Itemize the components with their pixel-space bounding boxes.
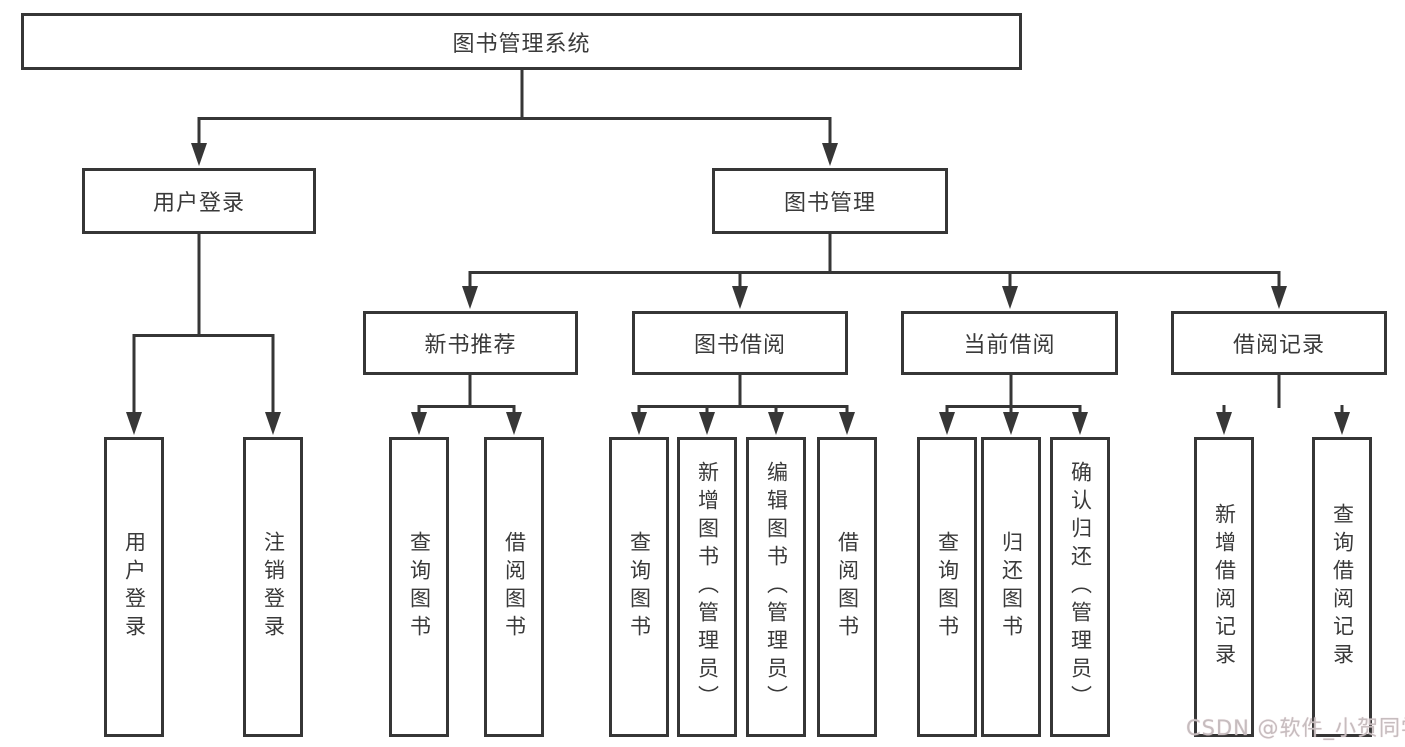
node-label: 新增图书（管理员） <box>695 461 720 713</box>
node-label: 借阅记录 <box>1232 333 1325 358</box>
arrow-down-icon <box>1003 412 1019 435</box>
arrow-down-icon <box>1271 286 1287 309</box>
node-new-book-recommend: 新书推荐 <box>363 311 578 375</box>
node-label: 借阅图书 <box>835 531 860 643</box>
node-book-borrow: 图书借阅 <box>632 311 848 375</box>
node-label: 用户登录 <box>122 531 147 643</box>
arrow-down-icon <box>768 412 784 435</box>
arrow-down-icon <box>631 412 647 435</box>
node-add-book-admin: 新增图书（管理员） <box>677 437 737 737</box>
arrow-down-icon <box>1072 412 1088 435</box>
node-label: 借阅图书 <box>502 531 527 643</box>
node-borrow-records: 借阅记录 <box>1171 311 1387 375</box>
node-edit-book-admin: 编辑图书（管理员） <box>746 437 806 737</box>
arrow-down-icon <box>732 286 748 309</box>
node-label: 归还图书 <box>999 531 1024 643</box>
node-query-books-current: 查询图书 <box>917 437 977 737</box>
node-user-login: 用户登录 <box>104 437 164 737</box>
arrow-down-icon <box>462 286 478 309</box>
node-label: 查询图书 <box>407 531 432 643</box>
arrow-down-icon <box>1002 286 1018 309</box>
arrow-down-icon <box>822 143 838 166</box>
arrow-down-icon <box>939 412 955 435</box>
arrow-down-icon <box>126 412 142 435</box>
node-label: 用户登录 <box>152 191 245 216</box>
arrow-down-icon <box>506 412 522 435</box>
node-query-books-recommend: 查询图书 <box>389 437 449 737</box>
node-return-book: 归还图书 <box>981 437 1041 737</box>
node-label: 查询借阅记录 <box>1330 503 1355 671</box>
node-label: 查询图书 <box>935 531 960 643</box>
node-label: 编辑图书（管理员） <box>764 461 789 713</box>
node-user-login-group: 用户登录 <box>82 168 316 234</box>
node-book-management: 图书管理 <box>712 168 948 234</box>
arrow-down-icon <box>191 143 207 166</box>
arrow-down-icon <box>839 412 855 435</box>
node-label: 图书借阅 <box>693 333 786 358</box>
node-query-books-borrow: 查询图书 <box>609 437 669 737</box>
arrow-down-icon <box>699 412 715 435</box>
node-label: 当前借阅 <box>963 333 1056 358</box>
arrow-down-icon <box>1216 412 1232 435</box>
node-library-management-system: 图书管理系统 <box>21 13 1022 70</box>
node-borrow-books-recommend: 借阅图书 <box>484 437 544 737</box>
node-query-borrow-record: 查询借阅记录 <box>1312 437 1372 737</box>
node-logout: 注销登录 <box>243 437 303 737</box>
node-label: 新书推荐 <box>424 333 517 358</box>
node-add-borrow-record: 新增借阅记录 <box>1194 437 1254 737</box>
node-current-borrow: 当前借阅 <box>901 311 1118 375</box>
node-label: 查询图书 <box>627 531 652 643</box>
arrow-down-icon <box>1334 412 1350 435</box>
node-label: 图书管理系统 <box>452 31 591 57</box>
node-label: 新增借阅记录 <box>1212 503 1237 671</box>
node-label: 确认归还（管理员） <box>1068 461 1093 713</box>
connector-lines <box>132 68 1344 416</box>
node-label: 注销登录 <box>261 531 286 643</box>
arrow-down-icon <box>265 412 281 435</box>
node-confirm-return-admin: 确认归还（管理员） <box>1050 437 1110 737</box>
csdn-watermark: CSDN @软件_小贺同学 <box>1186 716 1405 740</box>
arrowheads-group <box>126 143 1350 435</box>
node-label: 图书管理 <box>783 191 876 216</box>
arrow-down-icon <box>411 412 427 435</box>
node-borrow-books-borrow: 借阅图书 <box>817 437 877 737</box>
